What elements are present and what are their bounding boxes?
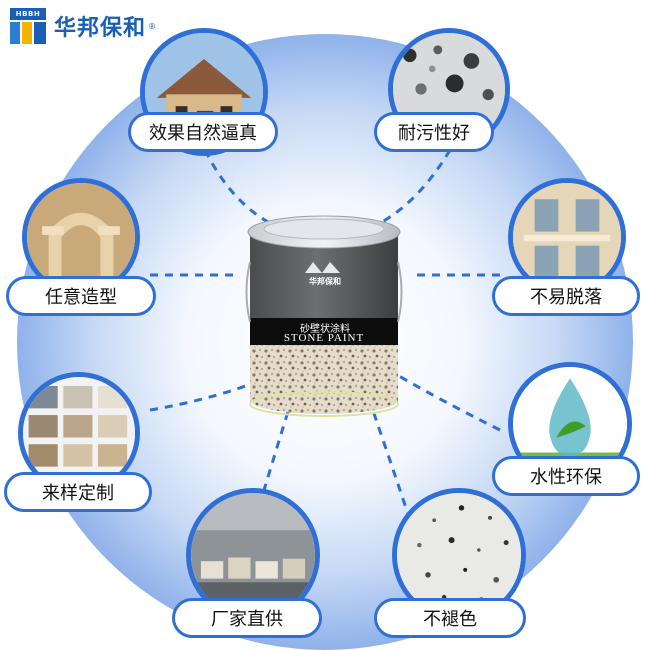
can-type-label: 砂壁状涂料 xyxy=(300,324,350,335)
paint-can-icon xyxy=(245,215,403,417)
building-facade-icon xyxy=(508,178,626,296)
logo-badge: HBBH xyxy=(10,8,46,20)
feature-label: 不易脱落 xyxy=(492,276,640,316)
brand-name: 华邦保和 xyxy=(54,16,147,41)
feature-label: 耐污性好 xyxy=(374,112,494,152)
can-english-label: STONE PAINT xyxy=(283,332,365,344)
feature-label: 来样定制 xyxy=(4,472,152,512)
column-arch-icon xyxy=(22,178,140,296)
feature-label: 任意造型 xyxy=(6,276,156,316)
feature-label: 效果自然逼真 xyxy=(128,112,278,152)
feature-label: 水性环保 xyxy=(492,456,640,496)
can-brand-label: 华邦保和 xyxy=(309,277,341,286)
brand-logo: HBBH 华邦保和 ® xyxy=(10,8,156,44)
registered-mark: ® xyxy=(148,21,157,31)
feature-label: 厂家直供 xyxy=(172,598,322,638)
feature-label: 不褪色 xyxy=(374,598,526,638)
logo-mark-icon: HBBH xyxy=(10,8,46,44)
